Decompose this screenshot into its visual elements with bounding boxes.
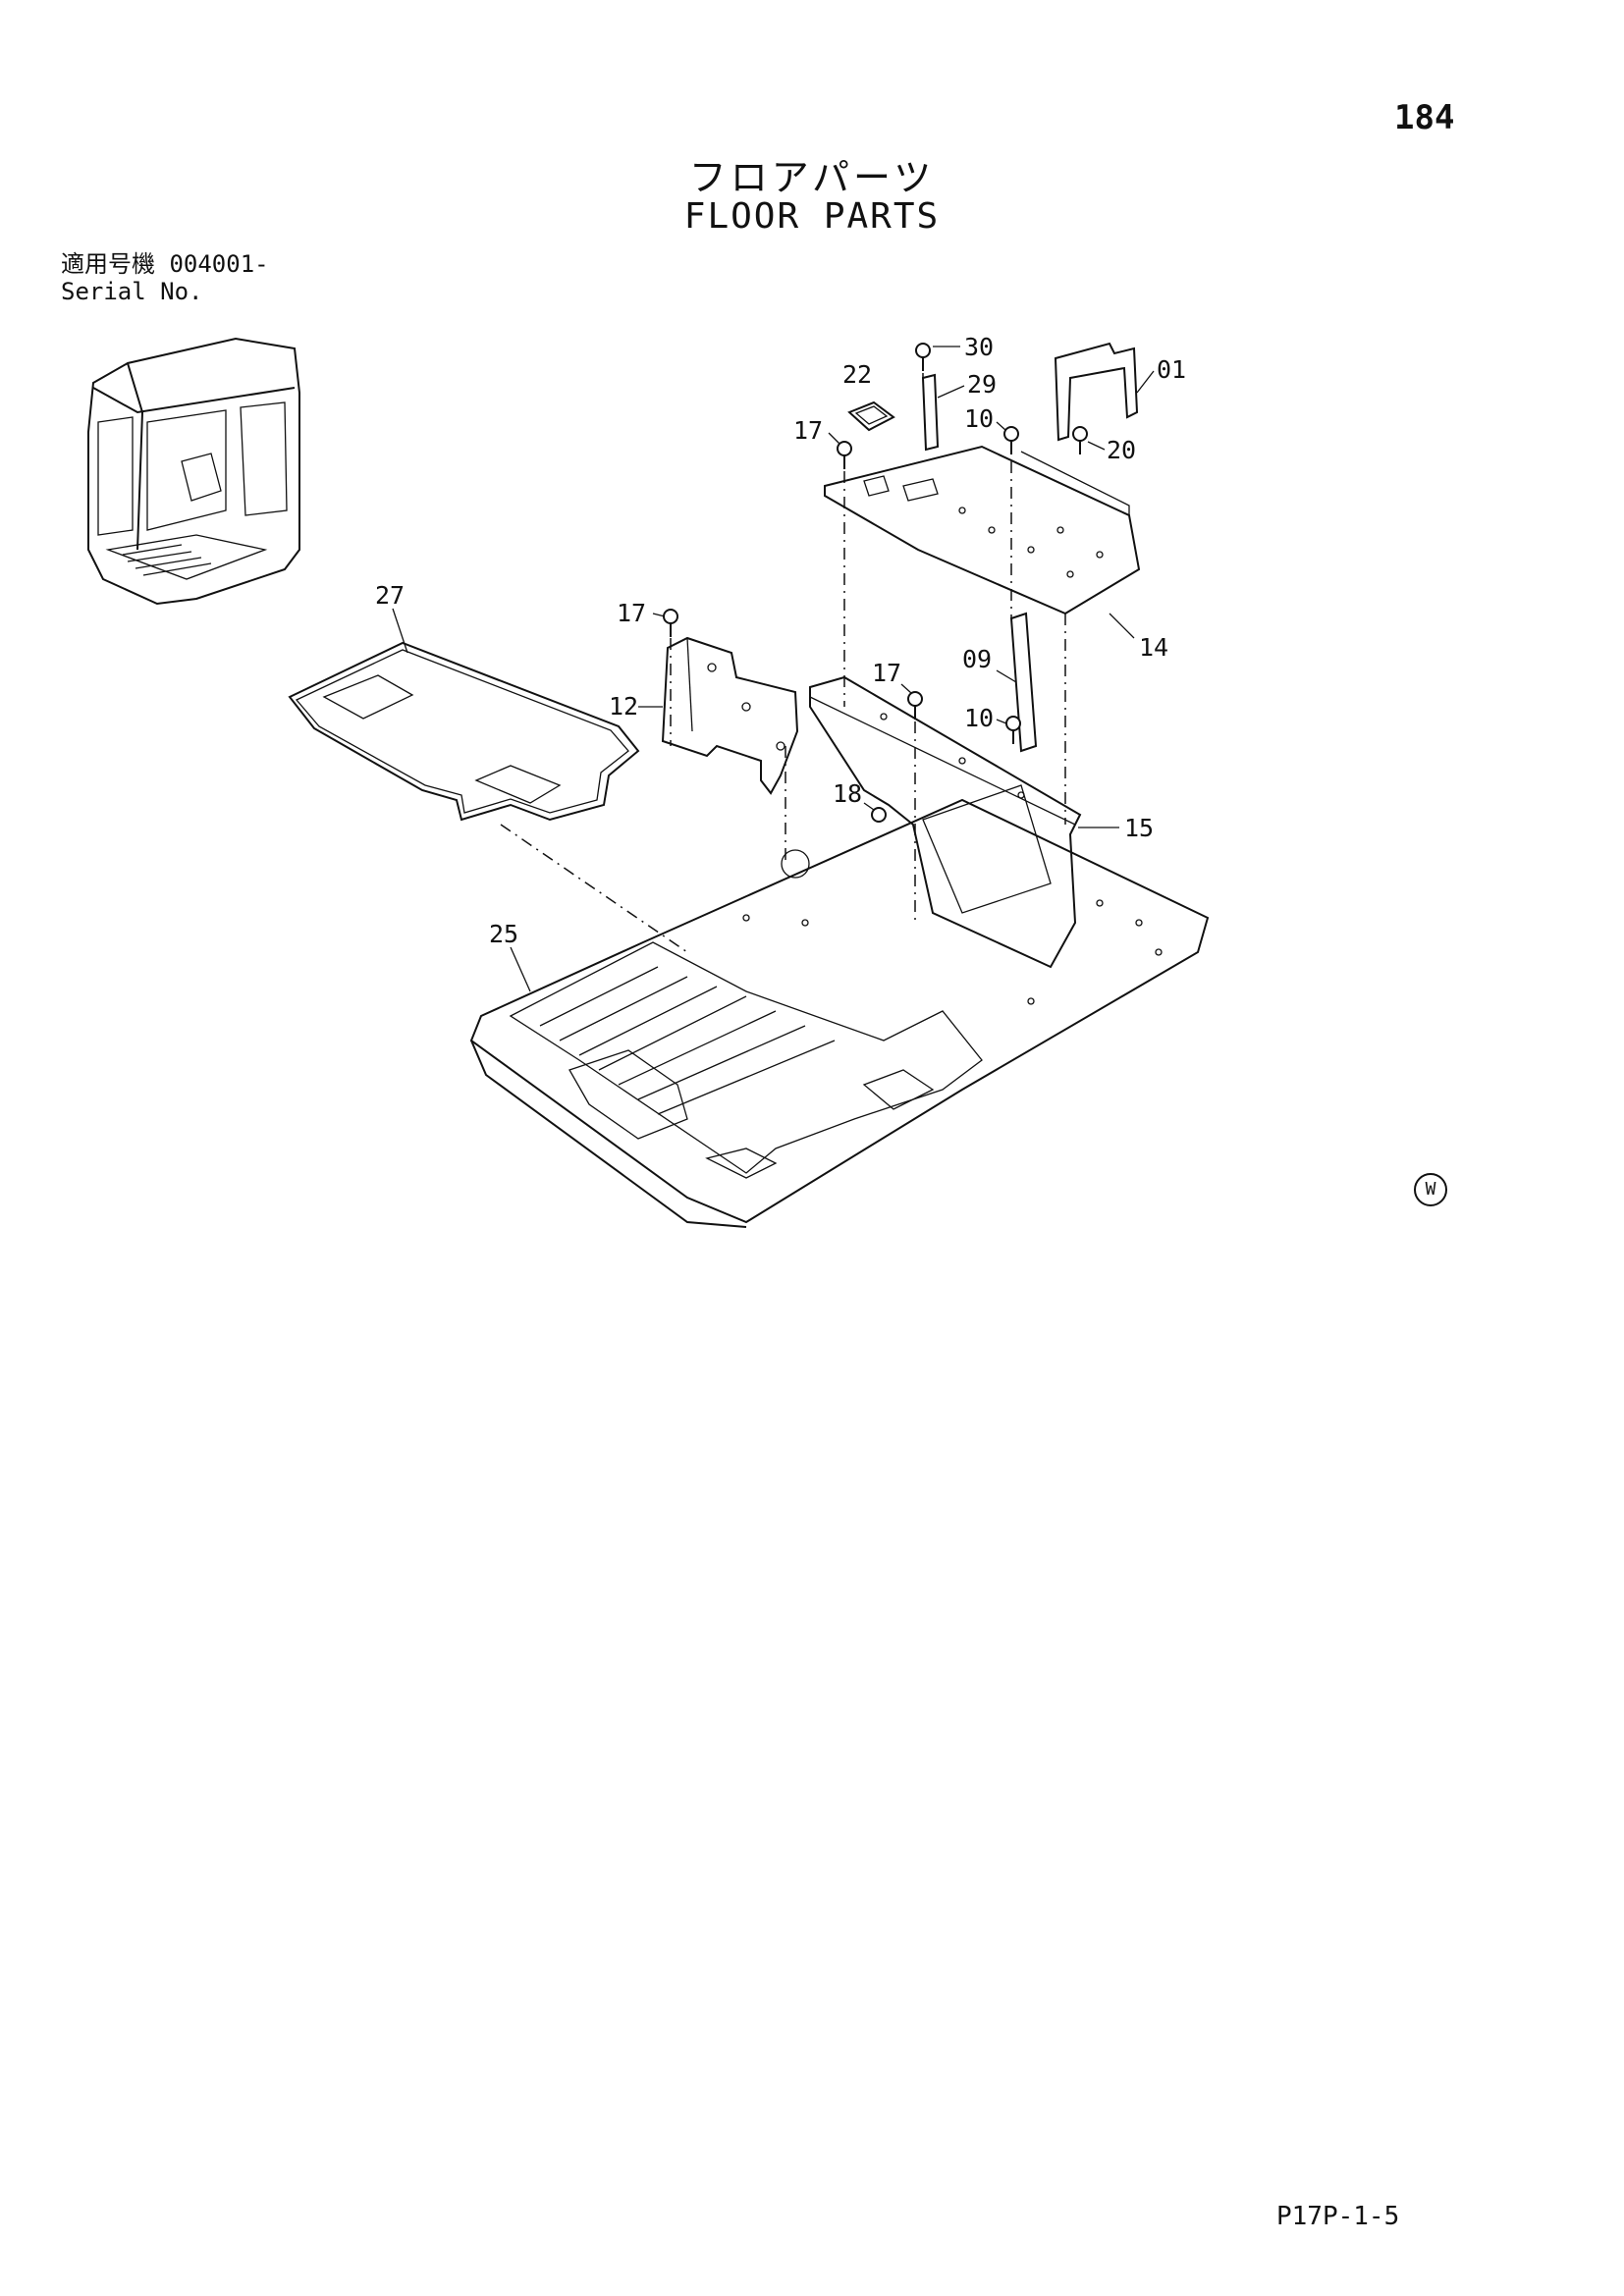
serial-label-jp: 適用号機 [61,250,155,278]
part-27-floor-mat [288,641,640,822]
callout-17a: 17 [793,416,823,445]
bolt-30 [915,343,931,371]
callout-25: 25 [489,920,518,948]
part-12-guard [661,636,799,795]
footer-page-code: P17P-1-5 [1276,2202,1400,2231]
cab-thumbnail [87,337,300,606]
bolt-20 [1072,426,1088,454]
callout-12: 12 [609,692,638,721]
callout-20: 20 [1107,436,1136,464]
serial-line-jp: 適用号機 004001- [61,250,269,278]
bolt-18 [871,807,887,823]
callout-22: 22 [842,360,872,389]
bolt-17b [663,609,678,637]
callout-01: 01 [1157,355,1186,384]
serial-value: 004001- [169,250,269,278]
title-english: FLOOR PARTS [683,196,941,237]
assembly-lines [500,373,1066,953]
title-japanese: フロアパーツ [688,156,936,199]
callout-09: 09 [962,645,992,673]
serial-label-en: Serial No. [61,278,203,305]
callout-29: 29 [967,370,997,399]
callout-17b: 17 [617,599,646,627]
callout-10a: 10 [964,404,994,433]
part-15-cover [809,675,1082,969]
bolt-17a [837,441,852,469]
exploded-parts-drawing: 30 22 29 01 17 10 20 27 17 14 09 12 17 1… [87,333,1210,1228]
callout-27: 27 [375,581,405,610]
callout-17c: 17 [872,659,901,687]
w-circle-mark: W [1414,1173,1447,1206]
leader-lines [392,346,1155,992]
callout-labels: 30 22 29 01 17 10 20 27 17 14 09 12 17 1… [375,333,1186,948]
part-29-stay [921,373,940,452]
serial-block: 適用号機 004001- Serial No. [61,250,269,305]
part-14-cover-plate [824,445,1141,615]
part-01-bracket [1054,342,1139,442]
callout-15: 15 [1124,814,1154,842]
callout-18: 18 [833,779,862,808]
callout-30: 30 [964,333,994,361]
part-25-floor-base [469,798,1210,1228]
bolt-10a [1003,426,1019,454]
bolt-17c [907,691,923,720]
part-09-stay [1009,612,1038,753]
callout-10b: 10 [964,704,994,732]
page-number: 184 [1394,98,1455,137]
callout-14: 14 [1139,633,1168,662]
part-22-grommet [847,400,895,432]
bolt-10b [1005,716,1021,744]
